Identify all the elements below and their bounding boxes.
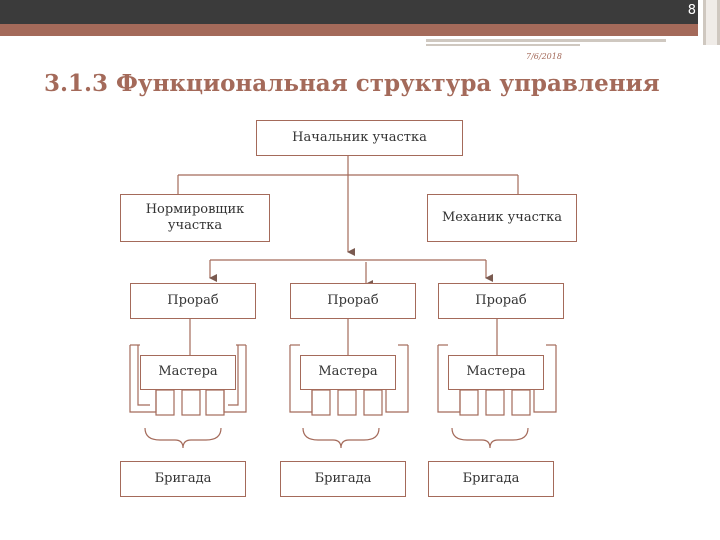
box-prorab-3: Прораб (438, 283, 564, 319)
header-accent-line (0, 24, 698, 36)
box-brigada-1: Бригада (120, 461, 246, 497)
box-prorab-2: Прораб (290, 283, 416, 319)
page-number: 8 (687, 3, 696, 18)
box-head: Начальник участка (256, 120, 463, 156)
box-mastera-1: Мастера (140, 355, 236, 390)
corner-decoration-inner (706, 0, 717, 45)
slide-title: 3.1.3 Функциональная структура управлени… (44, 70, 660, 97)
box-mastera-3: Мастера (448, 355, 544, 390)
header-bar (0, 0, 698, 24)
box-mastera-2: Мастера (300, 355, 396, 390)
box-brigada-2: Бригада (280, 461, 406, 497)
slide-date: 7/6/2018 (526, 52, 562, 61)
box-prorab-1: Прораб (130, 283, 256, 319)
box-mekhanik: Механик участка (427, 194, 577, 242)
box-brigada-3: Бригада (428, 461, 554, 497)
decor-line-1 (426, 39, 666, 42)
box-normirovshchik: Нормировщик участка (120, 194, 270, 242)
decor-line-2 (426, 44, 580, 46)
